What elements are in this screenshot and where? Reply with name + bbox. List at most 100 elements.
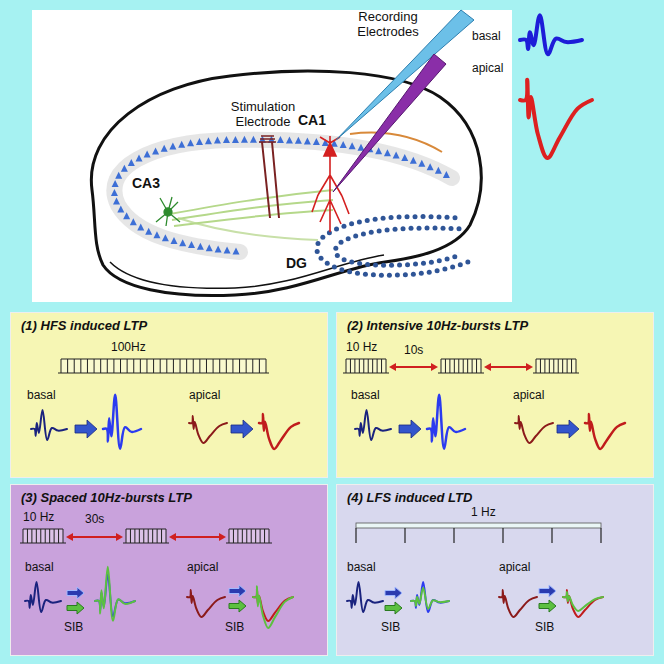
pulse (553, 359, 554, 373)
pyramidal-cell (250, 136, 257, 143)
pyramidal-cell (435, 167, 442, 174)
pulse (232, 359, 233, 373)
soma (164, 208, 172, 216)
pulse (229, 529, 230, 543)
pyramidal-cell (121, 165, 128, 172)
pulse (472, 359, 473, 373)
basal-recording-pipette (336, 10, 474, 140)
train-fill (441, 359, 481, 373)
arrow-head (431, 363, 438, 371)
granule-cell (449, 226, 454, 231)
train-fill (23, 529, 63, 543)
pyramidal-cell (205, 137, 212, 144)
granule-cell (450, 265, 455, 270)
granule-cell (429, 214, 434, 219)
panel-title: (3) Spaced 10Hz-bursts LTP (21, 491, 192, 506)
protocol-panel: (1) HFS induced LTP100Hzbasalapical (10, 312, 328, 478)
pyramidal-cell (427, 163, 434, 170)
train-base (20, 542, 66, 543)
granule-cell (453, 215, 458, 220)
granule-cell (419, 271, 424, 276)
slice-outline (91, 71, 481, 296)
pulse (127, 359, 128, 373)
apical-trace (563, 590, 603, 617)
block-arrow (75, 420, 97, 438)
granule-cell (347, 269, 352, 274)
granule-cell (379, 273, 384, 278)
basal-trace (411, 582, 449, 612)
pyramidal-cell (313, 138, 320, 145)
granule-cell (429, 260, 434, 265)
interval-line (489, 366, 528, 368)
granule-cell (349, 260, 354, 265)
granule-cell (342, 257, 347, 262)
slice-panel: Stimulation ElectrodeRecording Electrode… (32, 10, 512, 302)
pulse (246, 529, 247, 543)
apical-trace (253, 586, 293, 628)
pulse (45, 529, 46, 543)
train-fill (346, 359, 386, 373)
pulse (94, 359, 95, 373)
granule-cell (457, 226, 462, 231)
pyramidal-cell (117, 205, 124, 212)
pulse (266, 359, 267, 373)
pulse (219, 359, 220, 373)
stimulus-bar (356, 523, 601, 528)
pulse (233, 529, 234, 543)
pulse (61, 359, 62, 373)
protocol-panel: (2) Intensive 10Hz-bursts LTP10 Hz10sbas… (336, 312, 654, 478)
train-top (126, 529, 166, 530)
sib-arrow (229, 585, 246, 597)
frequency-label: 100Hz (111, 341, 146, 355)
apical-recording-pipette (333, 54, 446, 192)
granule-cell (373, 262, 378, 267)
granule-cell (339, 267, 344, 272)
granule-cell (320, 235, 325, 240)
slice-illustration (32, 10, 512, 302)
granule-cell (389, 215, 394, 220)
pulse (31, 529, 32, 543)
granule-cell (409, 226, 414, 231)
granule-cell (369, 230, 374, 235)
pulse (264, 529, 265, 543)
pulse (63, 529, 64, 543)
pulse (161, 529, 162, 543)
train-base (438, 372, 484, 373)
pyramidal-cell (277, 136, 284, 143)
frequency-label: 1 Hz (471, 506, 496, 520)
pyramidal-cell (178, 141, 185, 148)
arrow-head (116, 533, 123, 541)
pulse (549, 359, 550, 373)
pulse (536, 359, 537, 373)
pyramidal-cell (232, 136, 239, 143)
pulse (269, 529, 270, 543)
pulse (186, 359, 187, 373)
granule-cell (365, 262, 370, 267)
basal-trace (347, 582, 383, 612)
train-base (533, 372, 579, 373)
trace-label: basal (347, 561, 376, 575)
pyramidal-cell (340, 141, 347, 148)
pulse (259, 359, 260, 373)
pulse (558, 359, 559, 373)
pulse (54, 529, 55, 543)
basal-trace (31, 410, 67, 440)
soma (324, 143, 336, 156)
pulse (67, 359, 68, 373)
pulse (355, 528, 356, 543)
pyramidal-cell (443, 171, 450, 178)
granule-cell (405, 262, 410, 267)
burst (20, 529, 66, 543)
granule-cell (425, 226, 430, 231)
pulse (463, 359, 464, 373)
pyramidal-cell (153, 231, 160, 238)
pulse (157, 529, 158, 543)
granule-cell (349, 221, 354, 226)
pyramidal-cell (161, 145, 168, 152)
frequency-label: 10 Hz (23, 511, 54, 525)
pyramidal-cell (145, 228, 152, 235)
dendrite (156, 197, 180, 226)
pulse (27, 529, 28, 543)
granule-cell (403, 272, 408, 277)
pulse (404, 528, 405, 543)
